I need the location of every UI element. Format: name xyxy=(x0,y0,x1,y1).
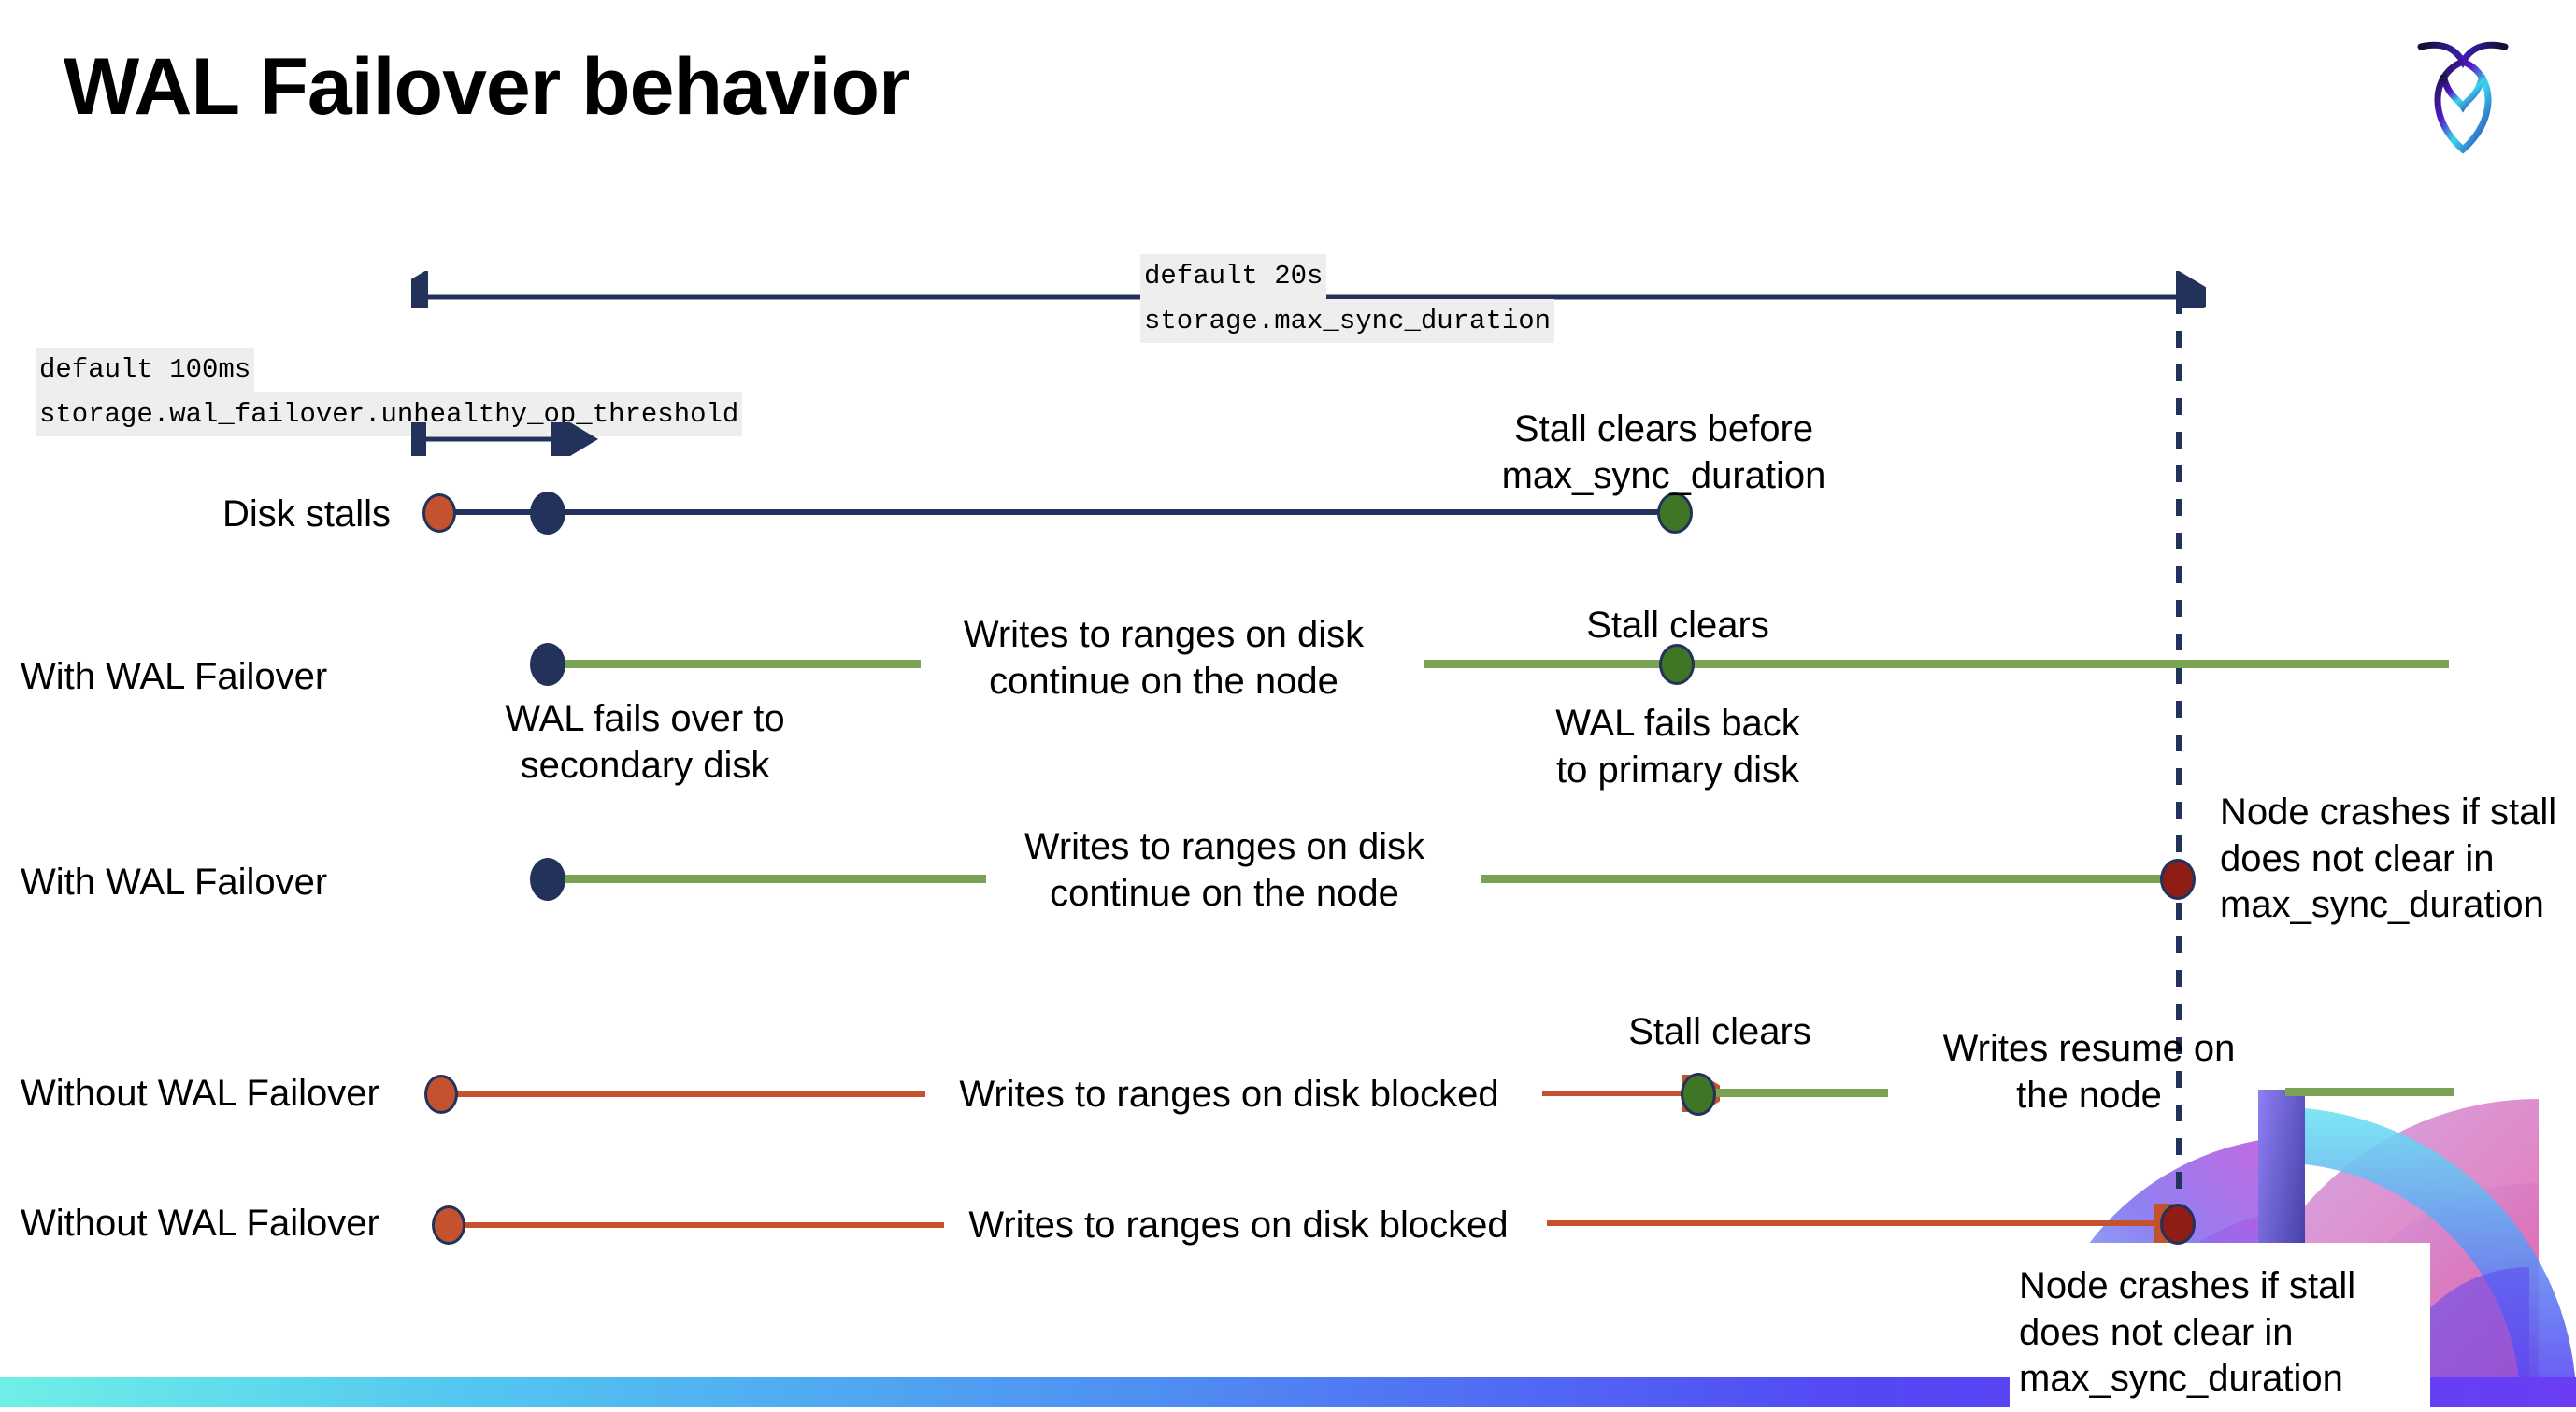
max-sync-default-label: default 20s xyxy=(1140,254,1327,299)
row-label-without-wal-failover-1: Without WAL Failover xyxy=(21,1073,379,1114)
note-wal-fails-back: WAL fails back to primary disk xyxy=(1555,703,1800,791)
with-wal-failover-2-failover-dot xyxy=(530,858,565,901)
note-writes-blocked-1: Writes to ranges on disk blocked xyxy=(959,1074,1499,1115)
with-wal-failover-1-segment-b xyxy=(1424,660,2449,668)
note-writes-continue-2: Writes to ranges on disk continue on the… xyxy=(1023,826,1425,914)
with-wal-failover-1-failover-dot xyxy=(530,643,565,686)
row-label-with-wal-failover-1: With WAL Failover xyxy=(21,656,328,697)
note-stall-clears-before: Stall clears before max_sync_duration xyxy=(1501,408,1826,496)
note-node-crashes-2: Node crashes if stall does not clear in … xyxy=(2019,1265,2356,1400)
row-label-with-wal-failover-2: With WAL Failover xyxy=(21,862,328,903)
without-wal-failover-1-stall-start-dot xyxy=(424,1075,458,1114)
max-sync-duration-callout: default 20s storage.max_sync_duration xyxy=(1140,254,1555,343)
with-wal-failover-2-segment-a xyxy=(547,875,986,883)
without-wal-failover-1-stall-clears-dot xyxy=(1681,1073,1716,1116)
without-wal-failover-2-blocked-segment-a xyxy=(449,1222,944,1228)
without-wal-failover-1-resume-segment-b xyxy=(2285,1088,2454,1096)
cockroachdb-logo-icon xyxy=(2402,26,2524,162)
note-writes-continue-1: Writes to ranges on disk continue on the… xyxy=(963,614,1365,702)
without-wal-failover-1-blocked-arrow xyxy=(1542,1075,1720,1112)
disk-stalls-timeline xyxy=(437,509,1681,515)
with-wal-failover-1-stall-clears-dot xyxy=(1659,644,1695,685)
unhealthy-setting-label: storage.wal_failover.unhealthy_op_thresh… xyxy=(36,392,743,436)
note-stall-clears-2: Stall clears xyxy=(1628,1011,1811,1052)
with-wal-failover-2-node-crash-dot xyxy=(2160,859,2196,900)
with-wal-failover-2-segment-b xyxy=(1481,875,2173,883)
row-label-disk-stalls: Disk stalls xyxy=(222,493,392,535)
without-wal-failover-1-resume-segment xyxy=(1710,1089,1888,1097)
row-label-without-wal-failover-2: Without WAL Failover xyxy=(21,1203,379,1244)
without-wal-failover-2-node-crash-dot xyxy=(2160,1204,2196,1245)
unhealthy-op-threshold-callout: default 100ms storage.wal_failover.unhea… xyxy=(36,348,743,436)
max-sync-duration-deadline-line xyxy=(2176,297,2182,1241)
note-stall-clears-1: Stall clears xyxy=(1586,605,1769,646)
note-node-crashes-1: Node crashes if stall does not clear in … xyxy=(2220,792,2557,926)
unhealthy-threshold-span-arrow xyxy=(411,422,598,456)
page-title: WAL Failover behavior xyxy=(64,42,910,132)
without-wal-failover-2-stall-start-dot xyxy=(432,1205,465,1245)
without-wal-failover-1-blocked-segment-a xyxy=(439,1091,925,1097)
without-wal-failover-2-blocked-arrow xyxy=(1547,1204,2192,1243)
disk-stall-failover-dot xyxy=(530,492,565,535)
callout-white-backdrop xyxy=(2010,1243,2430,1407)
disk-stall-start-dot xyxy=(422,493,456,533)
with-wal-failover-1-segment-a xyxy=(547,660,921,668)
unhealthy-default-label: default 100ms xyxy=(36,348,255,392)
disk-stall-clears-dot xyxy=(1657,492,1693,534)
note-writes-blocked-2: Writes to ranges on disk blocked xyxy=(968,1205,1509,1246)
max-sync-setting-label: storage.max_sync_duration xyxy=(1140,298,1555,343)
note-writes-resume: Writes resume on the node xyxy=(1942,1028,2236,1116)
note-wal-fails-over: WAL fails over to secondary disk xyxy=(505,698,785,786)
